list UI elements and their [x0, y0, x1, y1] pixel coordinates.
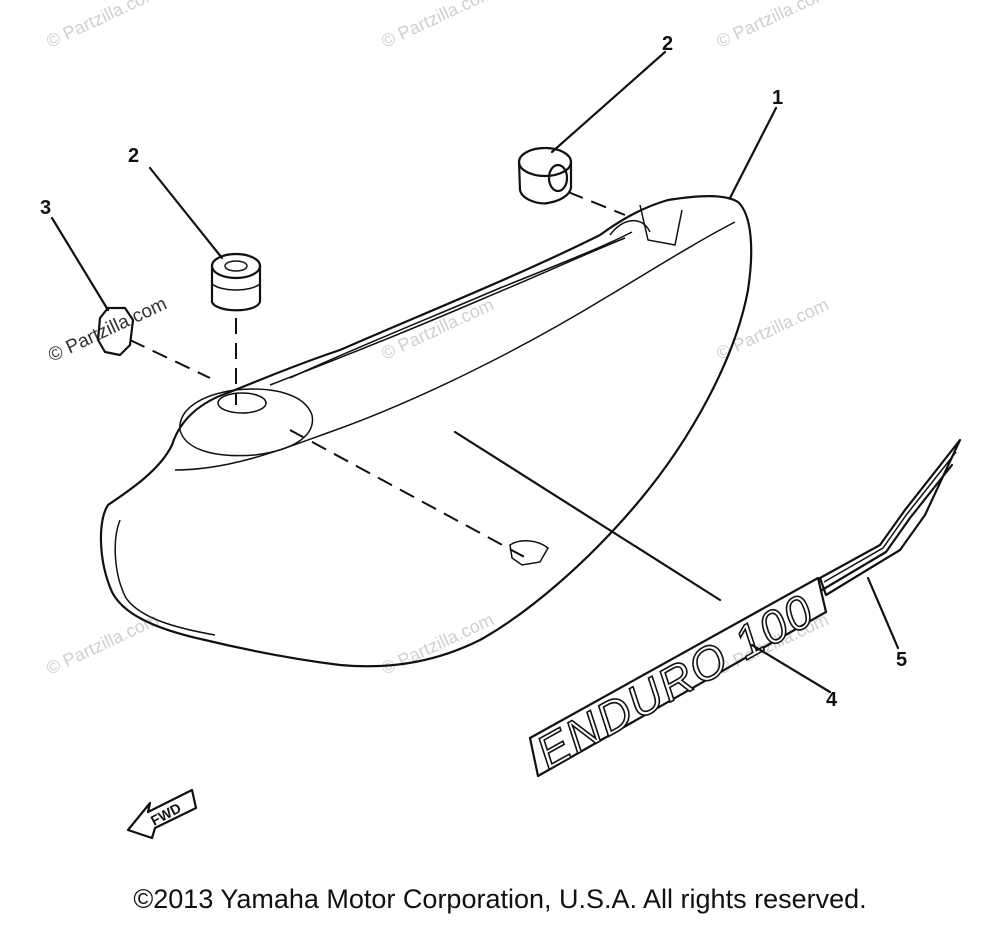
enduro-decal: ENDURO 100 — [527, 576, 828, 780]
fwd-arrow: FWD — [126, 788, 198, 840]
callout-3: 3 — [40, 197, 51, 219]
leader-lines — [50, 50, 900, 694]
assembly-lines — [129, 191, 722, 602]
decal-text: ENDURO 100 — [528, 584, 823, 779]
callout-2-left: 2 — [128, 145, 139, 167]
watermark: © Partzilla.com — [378, 0, 496, 52]
copyright-notice: ©2013 Yamaha Motor Corporation, U.S.A. A… — [133, 884, 867, 914]
side-cover — [99, 195, 753, 668]
watermark-overlay: © Partzilla.com — [45, 293, 170, 366]
nut — [96, 306, 135, 357]
watermark: © Partzilla.com — [713, 294, 831, 363]
callout-numbers: 2 1 2 3 4 5 — [40, 33, 907, 711]
watermark: © Partzilla.com — [43, 0, 161, 52]
callout-2-right: 2 — [662, 33, 673, 55]
grommet-right — [517, 146, 573, 205]
watermark: © Partzilla.com — [378, 609, 496, 678]
watermark: © Partzilla.com — [713, 0, 831, 52]
watermarks: © Partzilla.com © Partzilla.com © Partzi… — [43, 0, 831, 679]
watermark: © Partzilla.com — [378, 294, 496, 363]
grommet-left — [210, 252, 262, 312]
callout-4: 4 — [826, 689, 838, 711]
stripe-emblem — [818, 438, 962, 597]
callout-5: 5 — [896, 649, 907, 671]
callout-1: 1 — [772, 87, 783, 109]
